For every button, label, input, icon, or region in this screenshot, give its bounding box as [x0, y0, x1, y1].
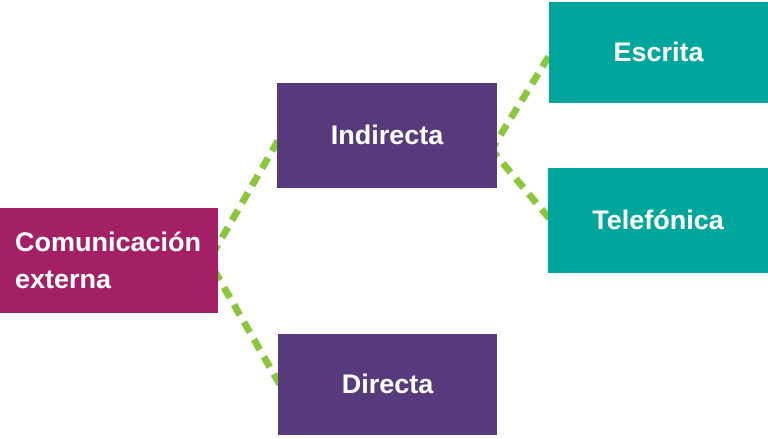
connector-indirecta-telefonica [487, 145, 557, 227]
node-comunicacion-externa: Comunicación externa [0, 208, 218, 313]
connector-root-directa [210, 268, 287, 392]
node-indirecta: Indirecta [277, 83, 497, 188]
node-directa: Directa [278, 334, 497, 435]
node-escrita-label: Escrita [613, 37, 704, 67]
node-escrita: Escrita [549, 2, 768, 103]
node-indirecta-label: Indirecta [330, 120, 444, 150]
node-telefonica: Telefónica [548, 168, 768, 273]
node-comunicacion-externa-label: Comunicación externa [15, 227, 202, 294]
connector-root-indirecta [208, 130, 287, 257]
connector-indirecta-escrita [487, 46, 557, 154]
node-telefonica-label: Telefónica [592, 205, 724, 235]
node-directa-label: Directa [341, 369, 434, 399]
